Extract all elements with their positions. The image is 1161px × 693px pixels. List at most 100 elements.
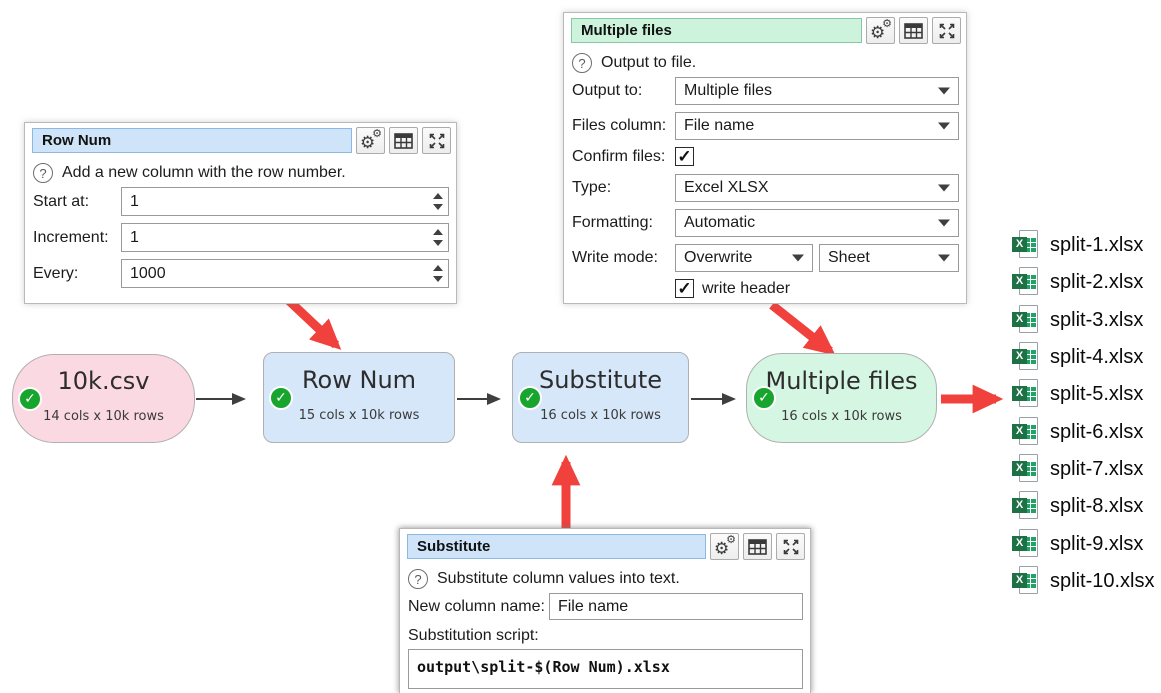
output-file-item: X split-6.xlsx — [1012, 417, 1143, 447]
node-status-check-icon: ✓ — [18, 386, 42, 411]
expand-button[interactable] — [422, 127, 451, 154]
node-title: Row Num — [301, 366, 417, 394]
excel-file-icon: X — [1012, 417, 1039, 447]
increment-value: 1 — [130, 228, 139, 246]
table-icon — [394, 132, 413, 149]
table-view-button[interactable] — [389, 127, 418, 154]
table-view-button[interactable] — [743, 533, 772, 560]
excel-file-icon: X — [1012, 230, 1039, 260]
node-row-num[interactable]: ✓ Row Num 15 cols x 10k rows — [263, 352, 455, 443]
options-button[interactable]: ⚙ ⚙ — [710, 533, 739, 560]
start-at-spinner[interactable] — [427, 188, 448, 215]
file-name: split-8.xlsx — [1050, 494, 1144, 517]
confirm-files-checkbox[interactable]: ✓ — [675, 147, 694, 166]
table-icon — [904, 22, 923, 39]
spin-up-icon — [432, 265, 443, 271]
substitution-script-label-row: Substitution script: — [408, 627, 803, 645]
formatting-select[interactable]: Automatic — [675, 209, 959, 237]
chevron-down-icon — [938, 184, 950, 192]
panel-header: Row Num ⚙ ⚙ — [25, 123, 456, 157]
row-num-panel: Row Num ⚙ ⚙ — [24, 122, 457, 304]
sheet-select[interactable]: Sheet — [819, 244, 959, 272]
table-view-button[interactable] — [899, 17, 928, 44]
type-label: Type: — [572, 179, 612, 196]
help-icon[interactable]: ? — [408, 569, 428, 589]
type-select[interactable]: Excel XLSX — [675, 174, 959, 202]
increment-spinner[interactable] — [427, 224, 448, 251]
gear-icon: ⚙ — [870, 23, 886, 42]
help-text: Output to file. — [601, 54, 697, 71]
increment-label: Increment: — [33, 228, 109, 246]
file-name: split-7.xlsx — [1050, 457, 1144, 480]
start-at-label: Start at: — [33, 192, 90, 210]
annotation-arrow-multiplefiles-panel — [769, 301, 836, 356]
panel-title-input[interactable]: Multiple files — [571, 18, 862, 43]
panel-help: ? Output to file. — [564, 47, 966, 77]
write-header-label: write header — [702, 279, 791, 297]
confirm-files-row: Confirm files: ✓ — [572, 147, 959, 166]
options-button[interactable]: ⚙ ⚙ — [866, 17, 895, 44]
node-stats: 16 cols x 10k rows — [781, 408, 902, 424]
help-icon[interactable]: ? — [33, 163, 53, 183]
panel-title-input[interactable]: Substitute — [407, 534, 706, 559]
expand-button[interactable] — [932, 17, 961, 44]
new-column-name-input[interactable]: File name — [548, 593, 803, 620]
new-column-name-label: New column name: — [408, 597, 545, 615]
options-button[interactable]: ⚙ ⚙ — [356, 127, 385, 154]
excel-file-icon: X — [1012, 491, 1039, 521]
expand-button[interactable] — [776, 533, 805, 560]
type-row: Type: Excel XLSX — [572, 174, 959, 202]
formatting-row: Formatting: Automatic — [572, 209, 959, 237]
node-10k-csv[interactable]: ✓ 10k.csv 14 cols x 10k rows — [12, 354, 195, 443]
type-value: Excel XLSX — [684, 179, 769, 196]
new-column-name-value: File name — [557, 597, 629, 615]
panel-help: ? Substitute column values into text. — [400, 563, 810, 593]
output-file-item: X split-9.xlsx — [1012, 529, 1143, 559]
substitution-script-input[interactable]: output\split-$(Row Num).xlsx — [408, 649, 803, 689]
node-status-check-icon: ✓ — [518, 385, 542, 410]
excel-file-icon: X — [1012, 454, 1039, 484]
every-spinner[interactable] — [427, 260, 448, 287]
spin-up-icon — [432, 229, 443, 235]
increment-input[interactable]: 1 — [121, 223, 449, 252]
excel-file-icon: X — [1012, 267, 1039, 297]
annotation-arrow-rownum-panel — [281, 293, 342, 350]
help-icon[interactable]: ? — [572, 53, 592, 73]
every-input[interactable]: 1000 — [121, 259, 449, 288]
substitution-script-label: Substitution script: — [408, 627, 539, 644]
node-stats: 14 cols x 10k rows — [43, 409, 164, 424]
start-at-value: 1 — [130, 192, 139, 210]
start-at-input[interactable]: 1 — [121, 187, 449, 216]
write-header-row: ✓ write header — [675, 279, 959, 298]
gear-icon: ⚙ — [714, 539, 730, 558]
write-mode-value: Overwrite — [684, 249, 753, 266]
file-name: split-3.xlsx — [1050, 308, 1144, 331]
output-to-label: Output to: — [572, 82, 643, 99]
output-file-item: X split-8.xlsx — [1012, 491, 1143, 521]
expand-icon — [939, 23, 954, 38]
spin-down-icon — [432, 276, 443, 282]
files-column-label: Files column: — [572, 117, 667, 134]
node-substitute[interactable]: ✓ Substitute 16 cols x 10k rows — [512, 352, 689, 443]
output-file-item: X split-4.xlsx — [1012, 342, 1143, 372]
output-to-row: Output to: Multiple files — [572, 77, 959, 105]
panel-header: Multiple files ⚙ ⚙ — [564, 13, 966, 47]
chevron-down-icon — [938, 87, 950, 95]
files-column-select[interactable]: File name — [675, 112, 959, 140]
expand-icon — [429, 133, 444, 148]
write-header-checkbox[interactable]: ✓ — [675, 279, 694, 298]
every-label: Every: — [33, 264, 79, 282]
node-status-check-icon: ✓ — [269, 385, 293, 410]
file-name: split-6.xlsx — [1050, 420, 1144, 443]
file-name: split-5.xlsx — [1050, 382, 1144, 405]
output-file-item: X split-5.xlsx — [1012, 379, 1143, 409]
panel-title-input[interactable]: Row Num — [32, 128, 352, 153]
excel-file-icon: X — [1012, 529, 1039, 559]
increment-row: Increment: 1 — [33, 223, 449, 252]
formatting-label: Formatting: — [572, 214, 653, 231]
spin-down-icon — [432, 204, 443, 210]
node-multiple-files[interactable]: ✓ Multiple files 16 cols x 10k rows — [746, 353, 937, 443]
write-mode-select[interactable]: Overwrite — [675, 244, 813, 272]
output-to-select[interactable]: Multiple files — [675, 77, 959, 105]
